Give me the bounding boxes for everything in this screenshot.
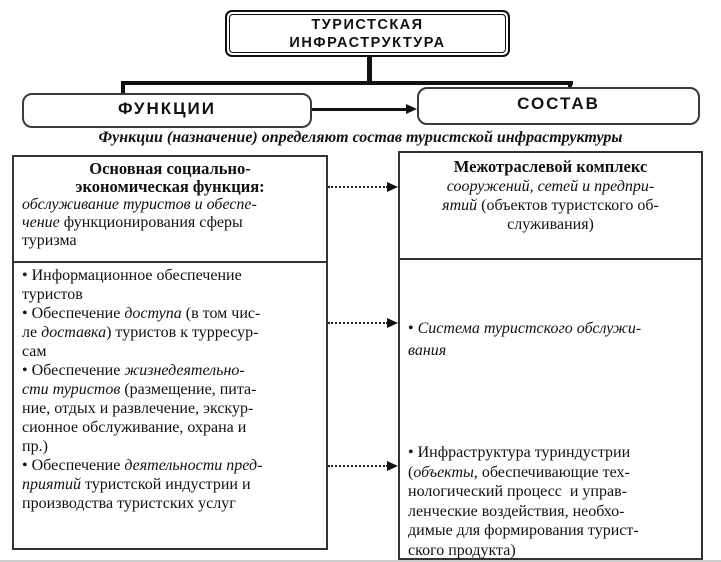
functions-to-composition-arrow-line [312,108,406,111]
functions-box: ФУНКЦИИ [22,93,312,128]
caption-text: Функции (назначение) определяют состав т… [98,129,623,146]
link-arrow-bottom-line [328,465,388,467]
link-arrow-top-line [328,186,388,188]
arrowhead-icon [387,318,398,328]
tree-connector-horizontal [121,81,573,85]
arrowhead-icon [406,104,417,114]
bullet-item: • Инфраструктура туриндустрии (объекты, … [408,444,639,559]
left-panel-header: Основная социально- экономическая функци… [14,157,326,263]
composition-label: СОСТАВ [517,94,600,113]
bullet-item: • Система туристского обслужи- вания [408,320,642,359]
tree-connector-stub-left [121,81,125,94]
bullet-item: • Обеспечение деятельности пред- приятий… [22,457,263,512]
tree-connector-vertical [367,55,372,82]
left-panel-title: Основная социально- экономическая функци… [75,159,265,196]
left-panel: Основная социально- экономическая функци… [12,155,328,550]
scan-edge-artifact [0,560,721,562]
functions-label: ФУНКЦИИ [118,99,216,118]
bullet-item: • Информационное обеспечение туристов [22,267,242,303]
left-panel-bullets: • Информационное обеспечение туристов • … [14,263,326,513]
right-panel: Межотраслевой комплекс сооружений, сетей… [398,151,703,560]
right-panel-header-text: Межотраслевой комплекс сооружений, сетей… [442,157,659,233]
root-box-label: ТУРИСТСКАЯ ИНФРАСТРУКТУРА [289,16,446,51]
link-arrow-middle-line [328,322,388,324]
root-box-inner-border: ТУРИСТСКАЯ ИНФРАСТРУКТУРА [229,14,506,53]
arrowhead-icon [387,461,398,471]
bullet-item: • Обеспечение доступа (в том чис- ле дос… [22,305,261,360]
tree-connector-stub-right [568,81,572,89]
right-panel-header: Межотраслевой комплекс сооружений, сетей… [400,153,701,260]
arrowhead-icon [387,182,398,192]
bullet-item: • Обеспечение жизнедеятельно- сти турист… [22,362,257,455]
left-panel-subtitle: обслуживание туристов и обеспе- чение фу… [22,196,257,249]
root-box: ТУРИСТСКАЯ ИНФРАСТРУКТУРА [225,10,510,57]
composition-box: СОСТАВ [417,87,700,125]
